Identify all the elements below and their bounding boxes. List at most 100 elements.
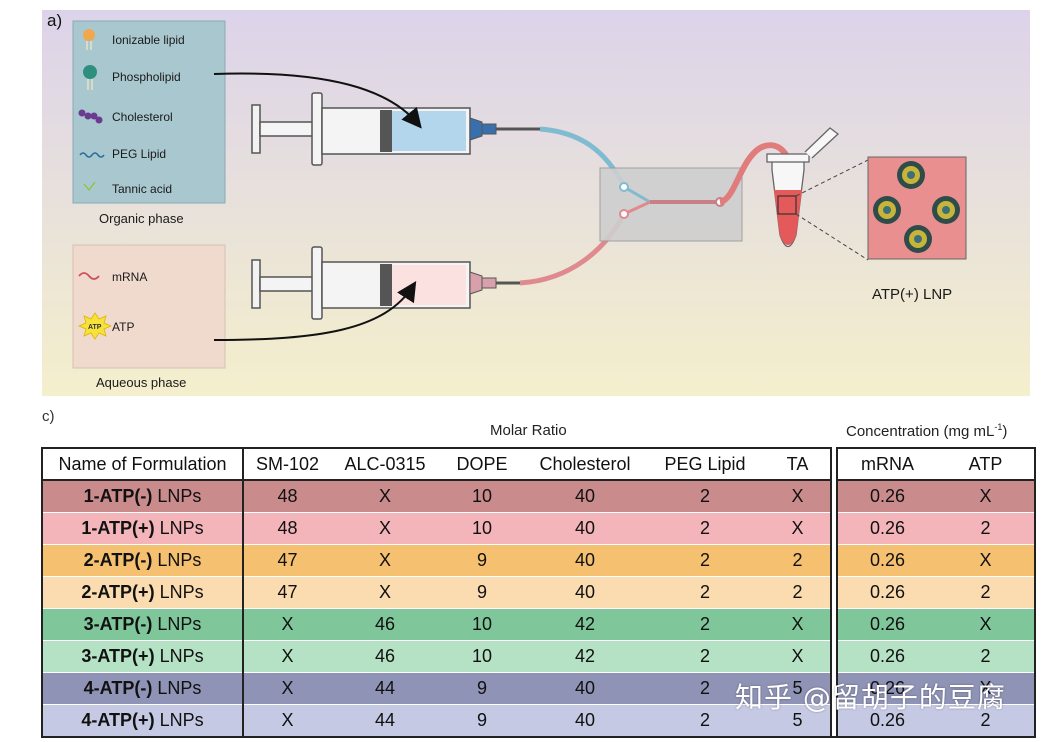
cell-alc0315: X	[331, 544, 439, 577]
mrna-icon	[78, 272, 100, 280]
organic-syringe	[251, 92, 540, 166]
col-header-peg-lipid: PEG Lipid	[645, 447, 765, 481]
cell-atp: 2	[937, 576, 1036, 609]
cell-mrna: 0.26	[836, 576, 937, 609]
cell-dope: 9	[439, 672, 525, 705]
organic-flow-arrow	[213, 72, 422, 129]
legend-atp: ATP	[112, 320, 134, 334]
cell-peg: 2	[645, 512, 765, 545]
cell-dope: 10	[439, 640, 525, 673]
tannic-acid-icon	[83, 181, 96, 192]
cell-peg: 2	[645, 704, 765, 738]
formulation-name: 2-ATP(+) LNPs	[41, 576, 244, 609]
cell-chol: 40	[525, 480, 645, 513]
eppendorf-tube	[766, 127, 840, 248]
cell-sm102: X	[243, 640, 331, 673]
formulation-table: Name of Formulation SM-102 ALC-0315 DOPE…	[41, 447, 1036, 738]
formulation-name: 3-ATP(+) LNPs	[41, 640, 244, 673]
col-header-dope: DOPE	[439, 447, 525, 481]
legend-mrna: mRNA	[112, 270, 147, 284]
cell-chol: 40	[525, 512, 645, 545]
formulation-name: 3-ATP(-) LNPs	[41, 608, 244, 641]
phospholipid-icon	[83, 65, 97, 90]
cell-ta: 2	[765, 544, 832, 577]
atp-starburst-icon: ATP	[77, 312, 113, 340]
organic-phase-caption: Organic phase	[99, 211, 184, 226]
cell-alc0315: 44	[331, 704, 439, 738]
cell-mrna: 0.26	[836, 480, 937, 513]
col-header-alc0315: ALC-0315	[331, 447, 439, 481]
cell-alc0315: 46	[331, 608, 439, 641]
cell-alc0315: 44	[331, 672, 439, 705]
lnp-particle-4	[904, 225, 932, 253]
cell-peg: 2	[645, 608, 765, 641]
cell-atp: X	[937, 608, 1036, 641]
cell-chol: 40	[525, 672, 645, 705]
formulation-name: 4-ATP(+) LNPs	[41, 704, 244, 738]
cell-mrna: 0.26	[836, 640, 937, 673]
svg-text:ATP: ATP	[88, 324, 102, 331]
cell-atp: X	[937, 672, 1036, 705]
cell-mrna: 0.26	[836, 544, 937, 577]
cell-mrna: 0.26	[836, 704, 937, 738]
aqueous-flow-arrow	[213, 280, 417, 341]
cell-atp: 2	[937, 640, 1036, 673]
cell-alc0315: X	[331, 512, 439, 545]
lnp-particle-2	[873, 196, 901, 224]
cell-sm102: 47	[243, 544, 331, 577]
cell-chol: 42	[525, 608, 645, 641]
cell-mrna: 0.26	[836, 512, 937, 545]
cell-peg: 2	[645, 576, 765, 609]
cell-chol: 42	[525, 640, 645, 673]
col-header-ta: TA	[765, 447, 832, 481]
cell-ta: X	[765, 640, 832, 673]
col-header-name: Name of Formulation	[41, 447, 244, 481]
cell-mrna: 0.26	[836, 672, 937, 705]
cell-atp: 2	[937, 704, 1036, 738]
cell-ta: X	[765, 480, 832, 513]
cell-dope: 9	[439, 576, 525, 609]
cell-alc0315: X	[331, 480, 439, 513]
cell-peg: 2	[645, 544, 765, 577]
legend-peg-lipid: PEG Lipid	[112, 147, 166, 161]
cell-dope: 10	[439, 480, 525, 513]
cell-alc0315: 46	[331, 640, 439, 673]
col-header-cholesterol: Cholesterol	[525, 447, 645, 481]
cell-dope: 9	[439, 544, 525, 577]
product-label: ATP(+) LNP	[872, 286, 952, 303]
aqueous-phase-box	[72, 244, 226, 369]
peg-lipid-icon	[79, 152, 105, 158]
formulation-name: 2-ATP(-) LNPs	[41, 544, 244, 577]
cell-dope: 9	[439, 704, 525, 738]
cell-chol: 40	[525, 704, 645, 738]
cell-ta: 5	[765, 672, 832, 705]
cell-ta: 5	[765, 704, 832, 738]
concentration-header: Concentration (mg mL-1)	[846, 422, 1008, 440]
cell-peg: 2	[645, 672, 765, 705]
cell-sm102: 48	[243, 480, 331, 513]
table-header-row: Name of Formulation SM-102 ALC-0315 DOPE…	[41, 447, 1036, 481]
cell-mrna: 0.26	[836, 608, 937, 641]
cholesterol-icon	[78, 109, 103, 124]
aqueous-phase-caption: Aqueous phase	[96, 375, 186, 390]
cell-chol: 40	[525, 544, 645, 577]
cell-sm102: X	[243, 672, 331, 705]
microfluidic-chip	[599, 167, 743, 242]
cell-dope: 10	[439, 512, 525, 545]
cell-ta: X	[765, 512, 832, 545]
cell-alc0315: X	[331, 576, 439, 609]
cell-ta: 2	[765, 576, 832, 609]
zhihu-watermark: 知乎 @留胡子的豆腐	[735, 681, 1006, 714]
col-header-mrna: mRNA	[836, 447, 937, 481]
col-header-sm102: SM-102	[243, 447, 331, 481]
formulation-name: 1-ATP(+) LNPs	[41, 512, 244, 545]
cell-chol: 40	[525, 576, 645, 609]
cell-sm102: X	[243, 608, 331, 641]
